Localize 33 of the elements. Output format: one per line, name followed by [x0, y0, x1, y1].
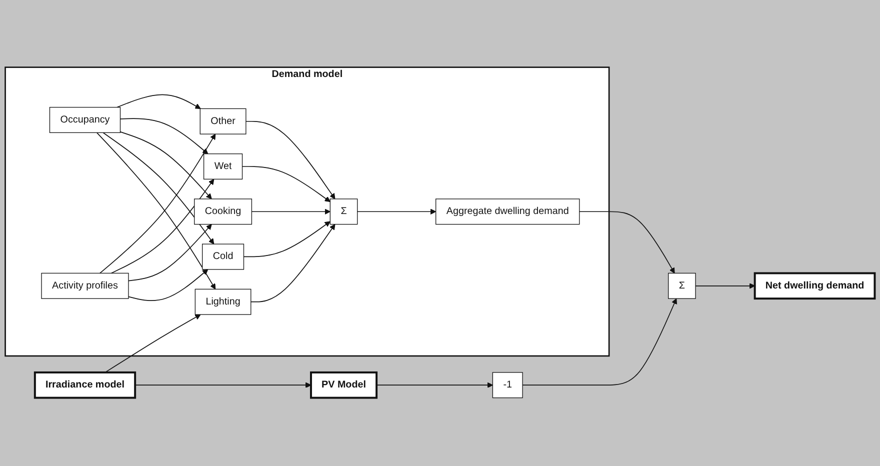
- arrow: [522, 298, 677, 386]
- node-box: Σ: [330, 199, 358, 226]
- arrow: [102, 132, 214, 245]
- node-box: Irradiance model: [34, 372, 136, 400]
- arrow: [116, 94, 201, 110]
- node-box: Lighting: [194, 289, 252, 316]
- node-box: Aggregate dwelling demand: [436, 199, 580, 226]
- node-box: Other: [200, 108, 246, 135]
- arrow: [246, 121, 336, 200]
- arrow: [242, 166, 330, 203]
- arrow: [376, 382, 493, 388]
- arrow: [120, 132, 212, 200]
- arrow: [104, 314, 201, 374]
- node-box: Cold: [202, 244, 244, 270]
- arrow: [120, 118, 208, 155]
- arrow: [250, 224, 336, 303]
- node-box: PV Model: [310, 372, 378, 400]
- arrow: [128, 270, 208, 302]
- node-box: -1: [492, 372, 523, 399]
- node-box: Activity profiles: [41, 273, 129, 300]
- arrow: [128, 224, 212, 282]
- arrow: [578, 212, 675, 274]
- arrow: [356, 209, 436, 215]
- arrow: [251, 209, 330, 215]
- node-box: Σ: [668, 273, 696, 300]
- arrow: [695, 283, 756, 290]
- node-box: Net dwelling demand: [754, 272, 876, 300]
- node-box: Cooking: [194, 199, 252, 226]
- node-box: Occupancy: [49, 107, 121, 134]
- arrow: [110, 179, 214, 274]
- arrow: [134, 382, 312, 388]
- node-box: Wet: [203, 154, 243, 180]
- arrow: [243, 222, 330, 258]
